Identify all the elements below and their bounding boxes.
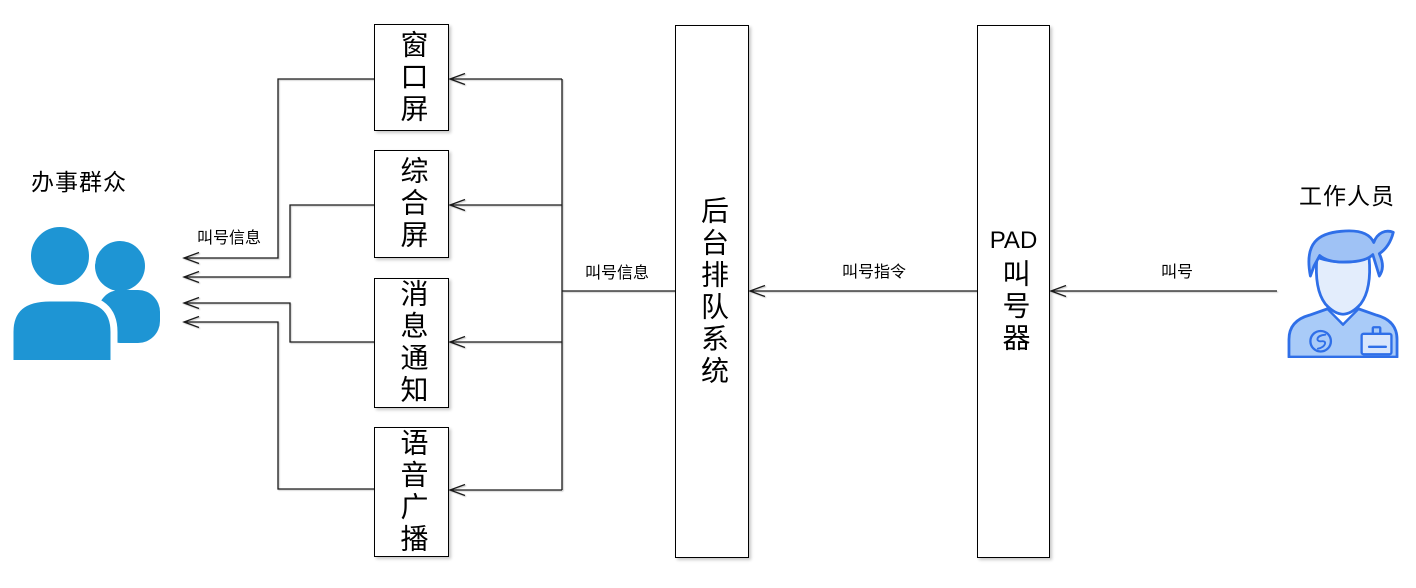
staff-actor-label: 工作人员 [1299,183,1395,209]
node-composite-screen: 综合屏 [374,150,449,258]
node-backend-queue-system: 后台排队系统 [675,25,749,558]
node-message-notice-label: 消息通知 [396,279,428,407]
node-window-screen-label: 窗口屏 [396,29,428,126]
shirt-emblem-icon [1309,329,1333,353]
arrowhead-left-3 [182,296,200,310]
edge-voice-to-public [185,321,374,490]
arrowhead-window [448,72,466,86]
edge-composite-to-public [185,204,374,278]
node-voice-broadcast-label: 语音广播 [396,428,428,556]
edge-queue-to-screens [451,78,675,491]
back-person-head [95,241,145,291]
node-pad-caller: PAD 叫号器 [977,25,1050,558]
arrowhead-message [448,335,466,349]
public-actor-label: 办事群众 [31,169,127,195]
edge-window-to-public [185,78,374,259]
worker-hair [1307,229,1395,278]
node-pad-caller-label-line2: 叫号器 [998,258,1030,355]
edge-label-staff-to-pad: 叫号 [1161,264,1194,281]
arrowhead-left-4 [182,315,200,329]
people-group-icon [6,220,163,369]
node-message-notice: 消息通知 [374,278,449,408]
node-backend-queue-system-label: 后台排队系统 [697,195,728,388]
node-voice-broadcast: 语音广播 [374,427,449,557]
arrowhead-queue [748,284,766,298]
edge-message-to-public [185,302,374,343]
arrowhead-composite [448,198,466,212]
edge-label-pad-to-queue: 叫号指令 [842,264,907,281]
node-pad-caller-label-line1: PAD [989,226,1038,254]
edge-label-queue-to-screens: 叫号信息 [585,265,650,282]
arrowhead-voice [448,483,466,497]
front-person-body [6,294,118,369]
worker-face [1314,256,1372,316]
id-badge-icon [1360,326,1393,356]
front-person-head [24,220,96,292]
worker-icon [1282,222,1404,359]
node-window-screen: 窗口屏 [374,24,449,131]
arrowhead-left-2 [182,270,200,284]
edge-label-screens-to-public: 叫号信息 [197,230,262,247]
arrowhead-pad [1049,284,1067,298]
node-composite-screen-label: 综合屏 [396,156,428,252]
arrowhead-left-1 [182,251,200,265]
